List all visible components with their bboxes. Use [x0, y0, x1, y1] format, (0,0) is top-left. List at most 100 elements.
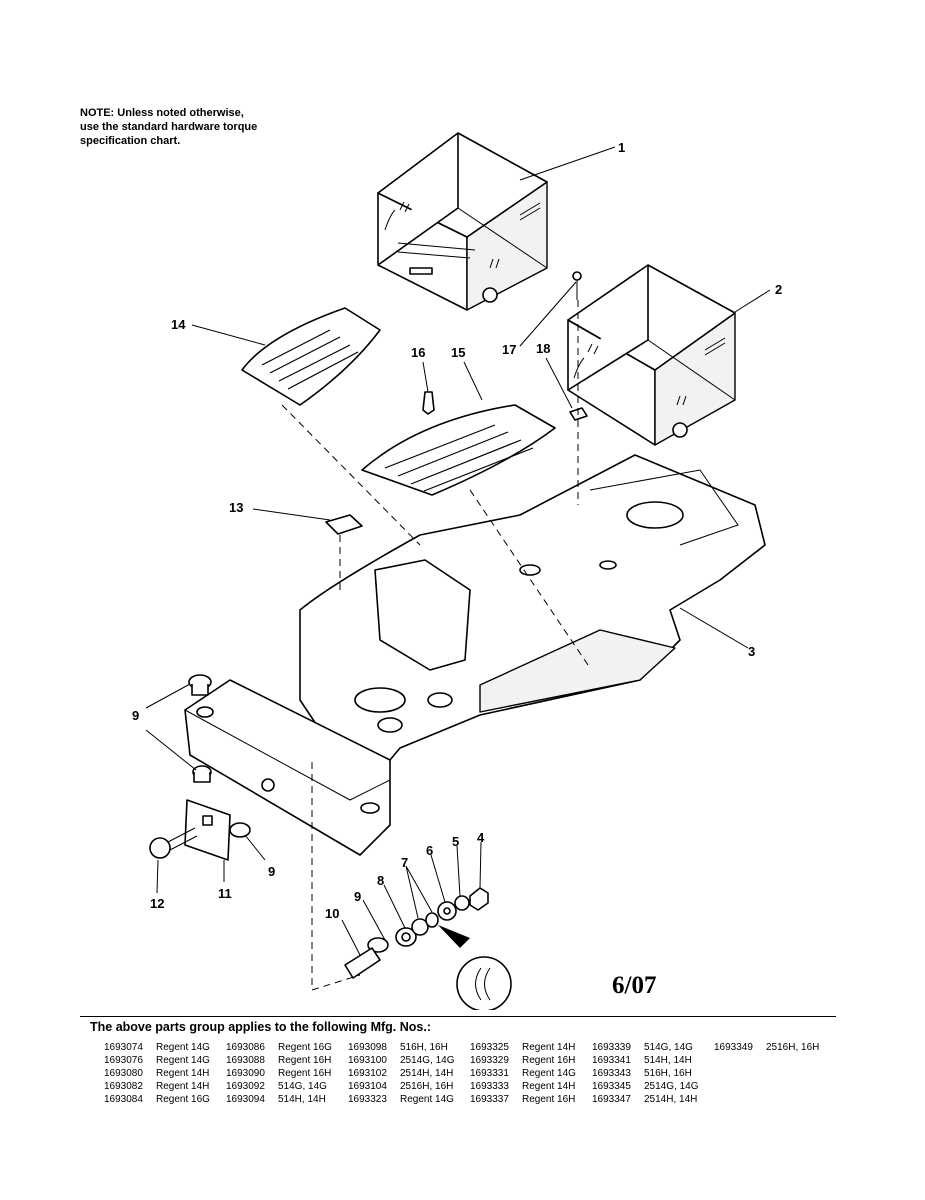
- callout-numbers: 1 2 3 4 5 6 7 8 9 9 9 10 11 12 13 14 15 …: [132, 140, 782, 921]
- leader-lines: [145, 146, 771, 956]
- model-name: Regent 16H: [522, 1055, 576, 1066]
- applies-title: The above parts group applies to the fol…: [90, 1020, 431, 1034]
- callout-10: 10: [325, 906, 339, 921]
- mfg-number: 1693076: [104, 1055, 143, 1066]
- spacer-washer-stack: [344, 887, 489, 979]
- callout-15: 15: [451, 345, 465, 360]
- mfg-number: 1693086: [226, 1042, 265, 1053]
- table-cell: 1693333 Regent 14H: [470, 1080, 592, 1093]
- main-frame-pan: [299, 454, 766, 761]
- model-name: Regent 16H: [522, 1094, 576, 1105]
- mfg-number: 1693102: [348, 1068, 387, 1079]
- mfg-number: 1693094: [226, 1094, 265, 1105]
- callout-12: 12: [150, 896, 164, 911]
- note-line-3: specification chart.: [80, 135, 181, 147]
- model-name: 516H, 16H: [644, 1068, 692, 1079]
- callout-6: 6: [426, 843, 433, 858]
- mfg-number: 1693082: [104, 1081, 143, 1092]
- model-name: Regent 14H: [156, 1081, 210, 1092]
- foot-pad-upper: [241, 307, 381, 406]
- callout-16: 16: [411, 345, 425, 360]
- table-cell: 1693094 514H, 14H: [226, 1093, 348, 1106]
- table-cell: 1693098 516H, 16H: [348, 1041, 470, 1054]
- table-row: 1693084 Regent 16G 1693094 514H, 14H 1693323…: [104, 1093, 836, 1106]
- callout-11: 11: [218, 886, 232, 901]
- model-name: 516H, 16H: [400, 1042, 448, 1053]
- model-name: 2514G, 14G: [644, 1081, 699, 1092]
- mfg-number: 1693325: [470, 1042, 509, 1053]
- model-name: Regent 16G: [278, 1042, 332, 1053]
- front-cross-member: [184, 679, 391, 856]
- mfg-number: 1693104: [348, 1081, 387, 1092]
- table-cell: 1693086 Regent 16G: [226, 1041, 348, 1054]
- mfg-number: 1693331: [470, 1068, 509, 1079]
- callout-8: 8: [377, 873, 384, 888]
- mfg-number: 1693347: [592, 1094, 631, 1105]
- callout-5: 5: [452, 834, 459, 849]
- alignment-lines: [281, 300, 589, 991]
- mfg-number: 1693323: [348, 1094, 387, 1105]
- model-name: 514G, 14G: [644, 1042, 693, 1053]
- mfg-number: 1693333: [470, 1081, 509, 1092]
- model-name: 2516H, 16H: [766, 1042, 820, 1053]
- mfg-number: 1693098: [348, 1042, 387, 1053]
- table-cell: 1693339 514G, 14G: [592, 1041, 714, 1054]
- table-cell: 1693092 514G, 14G: [226, 1080, 348, 1093]
- table-cell: 1693331 Regent 14G: [470, 1067, 592, 1080]
- mfg-number: 1693339: [592, 1042, 631, 1053]
- model-name: 2514G, 14G: [400, 1055, 455, 1066]
- mfg-number: 1693092: [226, 1081, 265, 1092]
- table-row: 1693082 Regent 14H 1693092 514G, 14G 1693104…: [104, 1080, 836, 1093]
- callout-3: 3: [748, 644, 755, 659]
- bracket-and-bolt: [149, 799, 231, 861]
- model-name: Regent 14H: [522, 1081, 576, 1092]
- date-mark: 6/07: [612, 972, 657, 999]
- mfg-number: 1693345: [592, 1081, 631, 1092]
- table-cell: 1693084 Regent 16G: [104, 1093, 226, 1106]
- callout-1: 1: [618, 140, 625, 155]
- callout-17: 17: [502, 342, 516, 357]
- seat-bracket-upper: [377, 132, 548, 311]
- callout-9-middle: 9: [268, 864, 275, 879]
- callout-7: 7: [401, 855, 408, 870]
- divider-rule: [80, 1016, 836, 1017]
- model-name: Regent 14H: [522, 1042, 576, 1053]
- callout-4: 4: [477, 830, 485, 845]
- callout-9-lower: 9: [354, 889, 361, 904]
- model-name: 514G, 14G: [278, 1081, 327, 1092]
- callout-14: 14: [171, 317, 186, 332]
- mfg-number: 1693080: [104, 1068, 143, 1079]
- mfg-number: 1693337: [470, 1094, 509, 1105]
- table-cell: 1693337 Regent 16H: [470, 1093, 592, 1106]
- detail-circle: [438, 925, 512, 1010]
- model-name: Regent 16G: [156, 1094, 210, 1105]
- pedal-pad: [325, 514, 363, 535]
- mfg-number: 1693084: [104, 1094, 143, 1105]
- model-name: 514H, 14H: [644, 1055, 692, 1066]
- model-name: 514H, 14H: [278, 1094, 326, 1105]
- model-name: Regent 14G: [400, 1094, 454, 1105]
- table-cell: 1693345 2514G, 14G: [592, 1080, 714, 1093]
- note-text: NOTE: Unless noted otherwise, use the st…: [80, 106, 257, 148]
- foot-pad-lower: [361, 404, 556, 496]
- note-line-2: use the standard hardware torque: [80, 121, 258, 133]
- table-cell: 1693323 Regent 14G: [348, 1093, 470, 1106]
- mfg-number: 1693090: [226, 1068, 265, 1079]
- model-name: Regent 14G: [522, 1068, 576, 1079]
- seat-bracket-lower: [567, 264, 736, 446]
- mfg-number: 1693343: [592, 1068, 631, 1079]
- mfg-number: 1693074: [104, 1042, 143, 1053]
